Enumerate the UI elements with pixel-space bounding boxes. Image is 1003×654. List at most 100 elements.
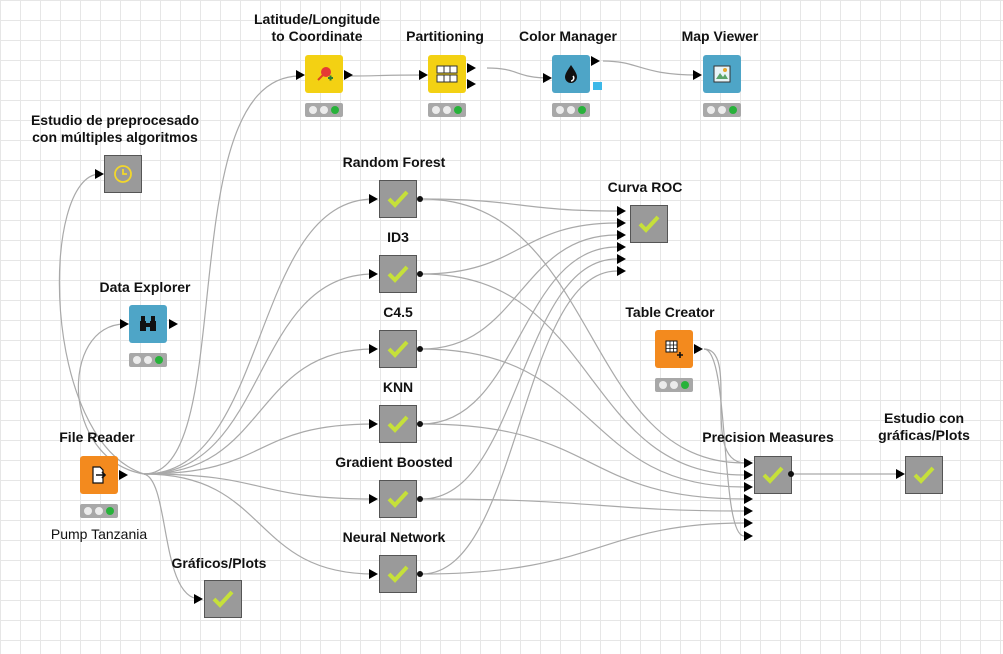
metanode-id3[interactable] [379, 255, 417, 293]
input-port-7[interactable] [744, 531, 753, 541]
node-title-estudio-preprocesado: Estudio de preprocesado con múltiples al… [30, 112, 200, 145]
metanode-estudio-con-graficas[interactable] [905, 456, 943, 494]
node-title-partitioning: Partitioning [406, 28, 484, 44]
node-status [552, 103, 590, 117]
output-port[interactable] [694, 344, 703, 354]
input-port[interactable] [120, 319, 129, 329]
node-title-file-reader: File Reader [59, 429, 135, 445]
node-status [655, 378, 693, 392]
node-title-table-creator: Table Creator [625, 304, 715, 320]
input-port-2[interactable] [744, 470, 753, 480]
input-port-4[interactable] [744, 494, 753, 504]
check-icon [380, 256, 416, 292]
check-icon [380, 556, 416, 592]
node-title-id3: ID3 [387, 229, 409, 245]
check-icon [380, 331, 416, 367]
input-port[interactable] [369, 269, 378, 279]
output-port[interactable] [119, 470, 128, 480]
output-port[interactable] [417, 421, 423, 427]
input-port[interactable] [369, 419, 378, 429]
check-icon [380, 181, 416, 217]
node-status [80, 504, 118, 518]
check-icon [906, 457, 942, 493]
output-port[interactable] [417, 271, 423, 277]
node-file-reader[interactable] [80, 456, 118, 494]
input-port[interactable] [693, 70, 702, 80]
input-port-6[interactable] [617, 266, 626, 276]
metanode-curva-roc[interactable] [630, 205, 668, 243]
input-port[interactable] [896, 469, 905, 479]
input-port[interactable] [194, 594, 203, 604]
input-port[interactable] [419, 70, 428, 80]
output-port[interactable] [417, 346, 423, 352]
clock-icon [105, 156, 141, 192]
input-port-3[interactable] [617, 230, 626, 240]
metanode-neural-network[interactable] [379, 555, 417, 593]
node-partitioning[interactable] [428, 55, 466, 93]
input-port-4[interactable] [617, 242, 626, 252]
input-port[interactable] [543, 73, 552, 83]
input-port-1[interactable] [617, 206, 626, 216]
input-port[interactable] [95, 169, 104, 179]
input-port-2[interactable] [617, 218, 626, 228]
metanode-c45[interactable] [379, 330, 417, 368]
model-output-port[interactable] [593, 82, 602, 90]
node-data-explorer[interactable] [129, 305, 167, 343]
input-port-5[interactable] [744, 506, 753, 516]
node-title-data-explorer: Data Explorer [99, 279, 191, 295]
table-plus-icon [655, 330, 693, 368]
output-port-2[interactable] [467, 79, 476, 89]
node-title-estudio-plots: Estudio con gráficas/Plots [878, 410, 970, 443]
node-title-graficos: Gráficos/Plots [171, 555, 267, 571]
input-port-3[interactable] [744, 482, 753, 492]
node-status [428, 103, 466, 117]
metanode-estudio-preprocesado[interactable] [104, 155, 142, 193]
output-port-1[interactable] [467, 63, 476, 73]
output-port[interactable] [344, 70, 353, 80]
color-drop-icon [552, 55, 590, 93]
input-port[interactable] [296, 70, 305, 80]
output-port[interactable] [169, 319, 178, 329]
metanode-precision-measures[interactable] [754, 456, 792, 494]
node-latlong-to-coordinate[interactable] [305, 55, 343, 93]
node-map-viewer[interactable] [703, 55, 741, 93]
output-port[interactable] [788, 471, 794, 477]
node-title-knn: KNN [382, 379, 414, 395]
node-title-c45: C4.5 [383, 304, 413, 320]
node-title-color-manager: Color Manager [518, 28, 617, 44]
metanode-random-forest[interactable] [379, 180, 417, 218]
input-port-5[interactable] [617, 254, 626, 264]
node-status [703, 103, 741, 117]
node-title-precision-measures: Precision Measures [702, 429, 834, 445]
input-port[interactable] [369, 494, 378, 504]
node-title-latlong: Latitude/Longitude to Coordinate [254, 11, 380, 44]
metanode-gradient-boosted[interactable] [379, 480, 417, 518]
pin-icon [305, 55, 343, 93]
input-port[interactable] [369, 569, 378, 579]
node-table-creator[interactable] [655, 330, 693, 368]
input-port-6[interactable] [744, 518, 753, 528]
metanode-graficos-plots[interactable] [204, 580, 242, 618]
node-status [305, 103, 343, 117]
output-port[interactable] [417, 196, 423, 202]
output-port[interactable] [591, 56, 600, 66]
node-color-manager[interactable] [552, 55, 590, 93]
output-port[interactable] [417, 571, 423, 577]
check-icon [631, 206, 667, 242]
node-title-map-viewer: Map Viewer [681, 28, 759, 44]
check-icon [755, 457, 791, 493]
input-port[interactable] [369, 344, 378, 354]
input-port-1[interactable] [744, 458, 753, 468]
file-import-icon [80, 456, 118, 494]
node-title-curva-roc: Curva ROC [607, 179, 683, 195]
node-annotation-file-reader: Pump Tanzania [50, 526, 148, 542]
input-port[interactable] [369, 194, 378, 204]
node-title-gradient-boosted: Gradient Boosted [335, 454, 453, 470]
check-icon [380, 406, 416, 442]
node-status [129, 353, 167, 367]
output-port[interactable] [417, 496, 423, 502]
node-title-neural-network: Neural Network [342, 529, 446, 545]
check-icon [205, 581, 241, 617]
metanode-knn[interactable] [379, 405, 417, 443]
node-title-random-forest: Random Forest [342, 154, 446, 170]
